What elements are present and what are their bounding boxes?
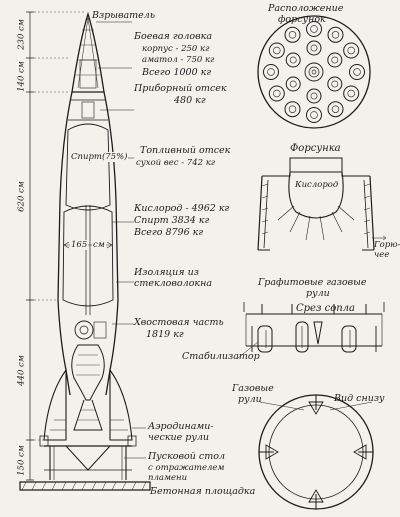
insulation-line2: стекловолокна (134, 278, 213, 289)
oxygen-mass: Кислород - 4962 кг (134, 203, 230, 214)
injector-circle (263, 64, 279, 80)
injector-circle-inner (310, 44, 318, 52)
injector-circle-inner (353, 68, 361, 76)
aero-rudders-line1: Аэродинами- (148, 421, 214, 432)
injector-circle-inner (273, 89, 281, 98)
warhead-total: Всего 1000 кг (142, 67, 212, 78)
rocket-drawing (19, 11, 151, 491)
dim-stand: 150 см (16, 445, 27, 476)
launch-stand-line2: с отражателем (148, 463, 225, 473)
injector-circle-inner (273, 46, 281, 55)
injector-circle (349, 64, 365, 80)
height-dimensions (26, 11, 86, 481)
injector-circle (343, 85, 360, 102)
launch-stand-line3: пламени (148, 473, 188, 483)
stabilizer-label: Стабилизатор (182, 351, 260, 362)
injector-circle (285, 52, 301, 68)
graphite-vanes-line2: рули (306, 288, 330, 299)
injector-circle (343, 42, 360, 59)
injector-layout-line2: форсунок (278, 14, 326, 25)
nozzle-exit-label: Срез сопла (296, 303, 355, 314)
injector-title: Форсунка (290, 143, 341, 154)
fuze-label: Взрыватель (92, 10, 156, 21)
injector-circle-inner (310, 25, 318, 33)
injector-oxygen-label: Кислород (294, 180, 340, 190)
injector-circle-inner (288, 105, 297, 113)
aero-rudders-line2: ческие рули (148, 432, 210, 443)
injector-circle (327, 52, 343, 68)
injector-circle (306, 107, 322, 123)
injector-circle (284, 101, 301, 118)
dim-tail: 440 см (16, 355, 27, 386)
dim-warhead: 230 см (16, 19, 27, 50)
injector-detail-drawing (257, 157, 387, 251)
injector-circle-inner (310, 111, 318, 119)
warhead-title: Боевая головка (134, 31, 212, 42)
insulation-line1: Изоляция из (134, 267, 199, 278)
injector-circle (306, 88, 322, 104)
injector-layout-drawing (257, 15, 371, 129)
injector-circle-inner (331, 31, 340, 39)
injector-circle-inner (331, 56, 339, 64)
injector-circle-inner (347, 46, 355, 55)
fuel-tank-title: Топливный отсек (140, 145, 231, 156)
injector-circle-inner (289, 80, 297, 88)
injector-circle (268, 85, 285, 102)
tail-mass: 1819 кг (146, 329, 184, 340)
propellant-total: Всего 8796 кг (134, 227, 204, 238)
injector-circle (306, 21, 322, 37)
dim-instrument: 140 см (16, 61, 27, 92)
injector-circle (306, 40, 322, 56)
concrete-pad-label: Бетонная площадка (150, 486, 256, 497)
warhead-casing: корпус - 250 кг (142, 44, 210, 54)
injector-circle-inner (331, 105, 340, 113)
injector-circle (268, 42, 285, 59)
injector-circle-inner (347, 89, 355, 98)
alcohol-tank-label: Спирт(75%) (70, 152, 129, 162)
diameter-value: 165 (70, 240, 89, 250)
injector-circle (285, 76, 301, 92)
injector-layout-line1: Расположение (268, 3, 344, 14)
instrument-title: Приборный отсек (134, 83, 227, 94)
injector-circle (284, 26, 301, 43)
injector-circle-inner (310, 92, 318, 100)
fuel-tank-dry-mass: сухой вес - 742 кг (136, 158, 216, 168)
injector-circle (327, 101, 344, 118)
injector-circle (327, 76, 343, 92)
diameter-unit: см (92, 240, 106, 250)
bottom-view-drawing (258, 394, 374, 510)
injector-circle-inner (331, 80, 339, 88)
injector-circle-inner (289, 56, 297, 64)
bottom-gas-vanes-line2: рули (238, 394, 262, 405)
gas-vanes-drawing (237, 302, 385, 359)
graphite-vanes-line1: Графитовые газовые (258, 277, 367, 288)
injector-circle-inner (267, 68, 275, 76)
warhead-amatol: аматол - 750 кг (142, 55, 215, 65)
instrument-mass: 480 кг (174, 95, 206, 106)
injector-fuel-label: Горю- чее (374, 240, 400, 260)
tail-title: Хвостовая часть (134, 317, 224, 328)
launch-stand-line1: Пусковой стол (148, 451, 225, 462)
injector-circle (327, 26, 344, 43)
injector-circle-inner (288, 31, 297, 39)
dim-tanks: 620 см (16, 181, 27, 212)
alcohol-mass: Спирт 3834 кг (134, 215, 210, 226)
bottom-gas-vanes-line1: Газовые (232, 383, 274, 394)
bottom-view-title: Вид снизу (334, 393, 385, 404)
